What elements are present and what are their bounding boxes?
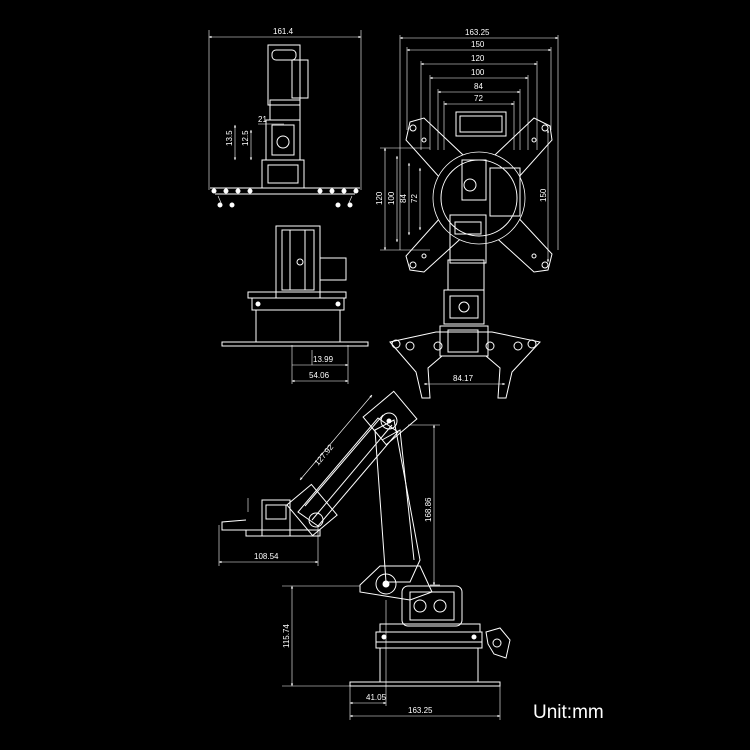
top-height-120: 120 [375, 191, 384, 205]
top-view: 163.25 150 120 100 84 72 120 100 84 72 1… [375, 28, 559, 399]
side-height-168: 168.86 [424, 497, 433, 522]
top-width-100: 100 [471, 68, 485, 77]
front-dim-12-5: 12.5 [241, 130, 250, 146]
top-width-163-25: 163.25 [465, 28, 490, 37]
front-dim-13-5: 13.5 [225, 130, 234, 146]
top-height-150: 150 [539, 188, 548, 202]
top-height-72: 72 [410, 194, 419, 203]
side-arm-length: 127.92 [313, 442, 336, 467]
front-dim-54-06: 54.06 [309, 371, 330, 380]
side-reach: 108.54 [254, 552, 279, 561]
top-width-150: 150 [471, 40, 485, 49]
top-gripper-width: 84.17 [453, 374, 474, 383]
side-base-width: 163.25 [408, 706, 433, 715]
unit-label: Unit:mm [533, 702, 604, 723]
side-base-height: 115.74 [282, 624, 291, 648]
side-view: 127.92 108.54 168.86 [218, 390, 511, 720]
front-dim-13-99: 13.99 [313, 355, 334, 364]
front-dim-21: 21 [258, 115, 267, 124]
top-width-120: 120 [471, 54, 485, 63]
side-base-offset: 41.05 [366, 693, 387, 702]
front-view: 161.4 13.5 12.5 21 [208, 27, 369, 384]
top-height-100: 100 [387, 191, 396, 205]
top-height-84: 84 [399, 194, 408, 203]
top-width-72: 72 [474, 94, 483, 103]
top-width-84: 84 [474, 82, 483, 91]
front-width-dim: 161.4 [273, 27, 294, 36]
